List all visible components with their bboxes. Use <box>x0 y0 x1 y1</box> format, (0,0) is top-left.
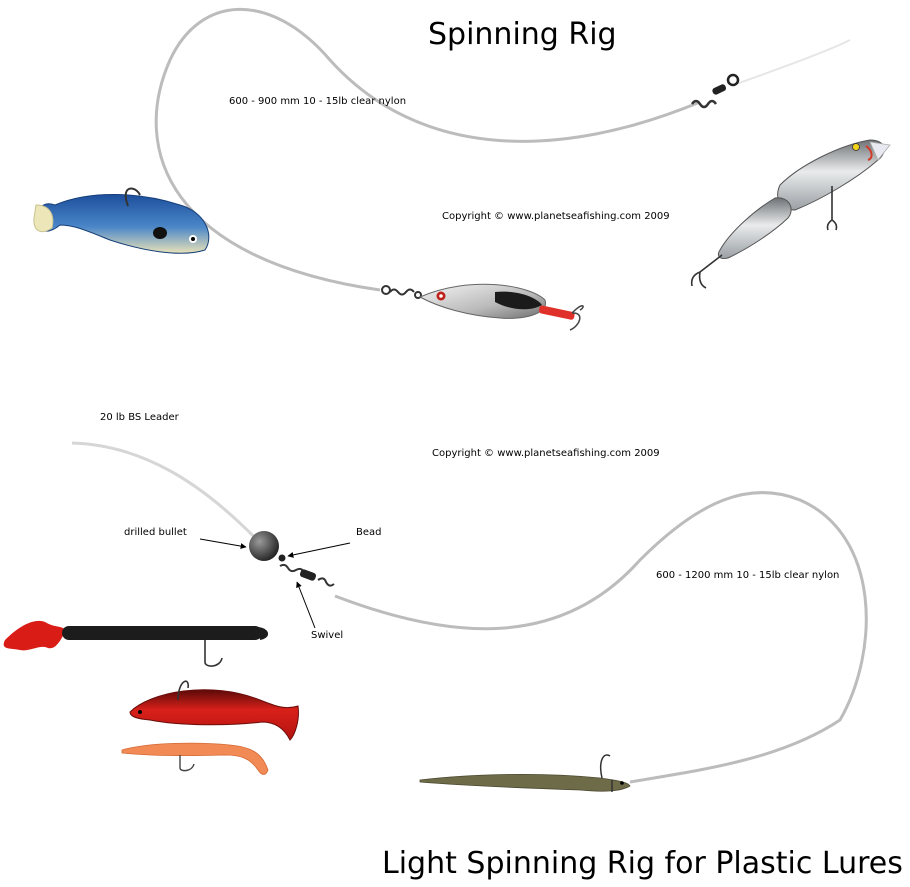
bottom-copyright: Copyright © www.planetseafishing.com 200… <box>432 448 660 459</box>
red-shad-lure-icon <box>129 680 299 741</box>
bead-icon <box>278 554 286 562</box>
blue-shad-lure-icon <box>33 187 210 254</box>
black-worm-lure-icon <box>3 620 269 667</box>
leader-label: 20 lb BS Leader <box>100 412 179 423</box>
orange-eel-lure-icon <box>121 742 269 775</box>
spoon-swivel-icon <box>381 285 422 299</box>
bead-arrow <box>287 542 351 558</box>
bottom-line-label: 600 - 1200 mm 10 - 15lb clear nylon <box>656 570 840 581</box>
jointed-plug-lure-icon <box>690 139 891 289</box>
top-line-label: 600 - 900 mm 10 - 15lb clear nylon <box>229 96 407 107</box>
top-swivel-icon <box>690 73 740 109</box>
bullet-arrow <box>199 538 247 550</box>
swivel-label: Swivel <box>311 630 344 641</box>
bottom-swivel-icon <box>279 563 335 587</box>
drilled-bullet-icon <box>249 531 279 561</box>
top-rig-title: Spinning Rig <box>428 17 617 52</box>
bottom-rig-title: Light Spinning Rig for Plastic Lures <box>382 846 903 881</box>
leader-line <box>71 441 264 547</box>
swivel-arrow <box>296 581 316 629</box>
top-main-line <box>154 7 701 292</box>
top-copyright: Copyright © www.planetseafishing.com 200… <box>442 211 670 222</box>
drilled-bullet-label: drilled bullet <box>124 527 187 538</box>
sandeel-lure-icon <box>419 754 631 792</box>
bead-label: Bead <box>356 527 382 538</box>
bottom-main-line <box>334 491 868 784</box>
spoon-lure-icon <box>418 283 584 331</box>
top-line-tail <box>735 39 851 85</box>
